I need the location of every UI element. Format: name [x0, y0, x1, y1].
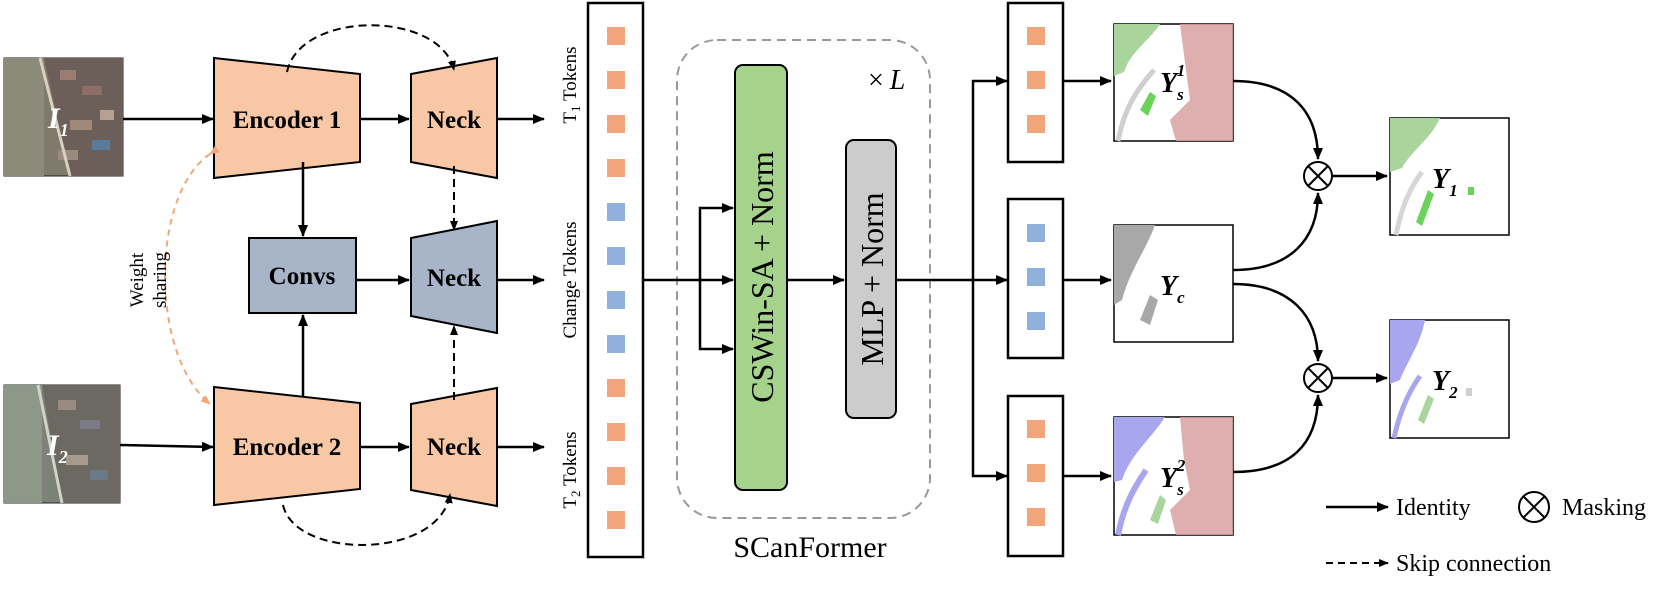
- ys2-label: Ys2: [1160, 456, 1186, 499]
- t1-token: [607, 159, 625, 177]
- legend-identity-label: Identity: [1396, 495, 1471, 521]
- neck-top-block: [410, 56, 498, 180]
- t2-output-token: [1027, 420, 1045, 438]
- convs-block: [248, 237, 357, 314]
- encoder-1-label: Encoder 1: [233, 107, 342, 134]
- neck-bottom-label: Neck: [427, 434, 481, 461]
- t2-tokens-label: T2 Tokens: [560, 431, 583, 508]
- y1-map: Y1: [1389, 117, 1510, 236]
- arrow-cswin-top-branch: [698, 203, 734, 280]
- t2-output-token: [1027, 508, 1045, 526]
- change-token: [607, 335, 625, 353]
- masking-op-top: [1303, 161, 1333, 191]
- arrow-mlp-t2-tokens: [971, 280, 1008, 481]
- y2-label: Y2: [1432, 366, 1458, 402]
- encoder-2-label: Encoder 2: [233, 434, 342, 461]
- legend-masking-icon: [1518, 491, 1550, 523]
- arrow-i2-encoder2: [119, 441, 214, 452]
- change-tokens-label: Change Tokens: [560, 221, 581, 338]
- yc-map: Yc: [1113, 224, 1234, 343]
- change-token: [607, 291, 625, 309]
- weight-sharing-line1: Weight: [127, 252, 148, 307]
- arrow-mlp-t1-tokens: [971, 76, 1008, 280]
- t2-token: [607, 379, 625, 397]
- legend-masking-label: Masking: [1562, 495, 1646, 521]
- encoder-1-block: [213, 56, 361, 180]
- t1-token: [607, 27, 625, 45]
- yc-label: Yc: [1160, 271, 1185, 307]
- token-squares: [607, 27, 625, 529]
- weight-sharing-arrow: [164, 145, 220, 405]
- t1-token: [607, 71, 625, 89]
- arrow-yc-mask-bottom: [1232, 282, 1323, 362]
- arrow-cswin-bottom-branch: [698, 280, 734, 354]
- cswin-block: [734, 64, 788, 491]
- convs-label: Convs: [269, 263, 336, 290]
- masking-op-bottom: [1303, 363, 1333, 393]
- y1-label: Y1: [1432, 164, 1458, 200]
- change-output-token: [1027, 268, 1045, 286]
- neck-top-label: Neck: [427, 107, 481, 134]
- t2-token: [607, 467, 625, 485]
- legend-skip-label: Skip connection: [1396, 551, 1551, 577]
- change-token: [607, 203, 625, 221]
- arrow-yc-mask-top: [1232, 192, 1323, 272]
- weight-sharing-line2: sharing: [150, 252, 171, 308]
- t1-output-token: [1027, 27, 1045, 45]
- t2-token: [607, 423, 625, 441]
- t1-output-token: [1027, 71, 1045, 89]
- neck-bottom-block: [410, 386, 498, 508]
- input-i2-label: I2: [46, 429, 68, 467]
- skip-encoder1-neck: [286, 24, 456, 73]
- skip-encoder2-neck: [282, 493, 453, 546]
- repeat-l-label: ×L: [868, 65, 905, 96]
- neck-change-label: Neck: [427, 265, 481, 292]
- t2-token: [607, 511, 625, 529]
- ys1-map: Ys1: [1113, 23, 1234, 142]
- mlp-label: MLP + Norm: [854, 192, 890, 365]
- change-output-token: [1027, 224, 1045, 242]
- t2-output-token: [1027, 464, 1045, 482]
- change-output-token: [1027, 312, 1045, 330]
- neck-change-block: [410, 219, 498, 335]
- token-sequence-column: [586, 1, 645, 559]
- ys2-map: Ys2: [1113, 416, 1234, 536]
- ys1-label: Ys1: [1160, 61, 1185, 104]
- input-image-2: I2: [3, 384, 121, 504]
- input-image-1: I1: [3, 57, 124, 177]
- arrow-ys2-mask: [1232, 394, 1323, 474]
- arrow-ys1-mask: [1232, 79, 1323, 160]
- input-i1-label: I1: [47, 102, 69, 140]
- t1-token: [607, 115, 625, 133]
- t1-output-token: [1027, 115, 1045, 133]
- t1-tokens-label: T1 Tokens: [560, 46, 583, 123]
- cswin-label: CSWin-SA + Norm: [744, 151, 780, 403]
- y2-map: Y2: [1389, 319, 1510, 439]
- scanformer-title: SCanFormer: [733, 531, 886, 564]
- change-token: [607, 247, 625, 265]
- legend: Identity Masking Skip connection: [1326, 491, 1646, 577]
- encoder-2-block: [213, 385, 361, 507]
